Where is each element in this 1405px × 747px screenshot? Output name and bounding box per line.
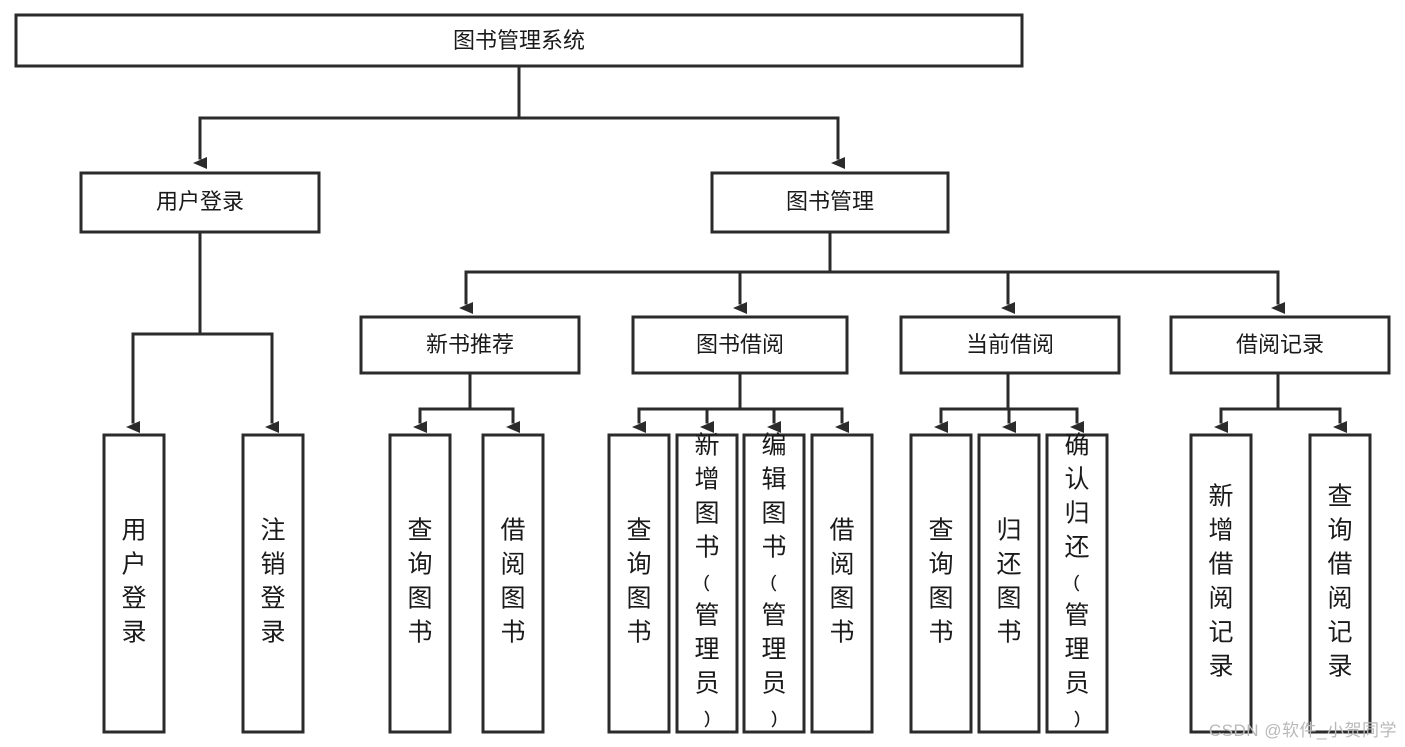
node-new-book-recommend[interactable]: 新书推荐 xyxy=(359,315,581,375)
node-title[interactable]: 图书管理系统 xyxy=(14,13,1024,68)
node-title-label: 图书管理系统 xyxy=(453,28,585,53)
node-leaf-edit-book-box xyxy=(742,433,806,734)
node-book-borrow-box xyxy=(631,315,849,375)
node-leaf-confirm-return-label: 确认归还﹙管理员﹚ xyxy=(1064,432,1089,732)
node-user-login-label: 用户登录 xyxy=(156,189,244,214)
node-user-login-box xyxy=(79,171,321,234)
node-leaf-add-book[interactable]: 新增图书﹙管理员﹚ xyxy=(675,432,739,734)
node-leaf-query-book-3-box xyxy=(909,433,973,734)
node-book-borrow-label: 图书借阅 xyxy=(696,332,784,357)
edge-group-user-login xyxy=(126,230,279,433)
node-leaf-query-book-2[interactable]: 查询图书 xyxy=(607,433,671,734)
node-leaf-add-record[interactable]: 新增借阅记录 xyxy=(1189,433,1253,734)
node-leaf-user-login-label: 用户登录 xyxy=(121,517,146,647)
node-leaf-add-book-box xyxy=(675,433,739,734)
node-leaf-query-book-3-label: 查询图书 xyxy=(928,517,953,647)
node-new-book-recommend-box xyxy=(359,315,581,375)
node-leaf-borrow-book-2-label: 借阅图书 xyxy=(829,517,854,647)
edge-group-borrow-record xyxy=(1214,371,1347,433)
edge-group-book-borrow xyxy=(632,371,849,433)
node-leaf-query-record[interactable]: 查询借阅记录 xyxy=(1308,433,1372,734)
node-book-management-label: 图书管理 xyxy=(786,189,874,214)
node-leaf-borrow-book-1[interactable]: 借阅图书 xyxy=(481,433,545,734)
node-borrow-record-label: 借阅记录 xyxy=(1236,332,1324,357)
node-leaf-query-book-1-box xyxy=(388,433,452,734)
node-user-login[interactable]: 用户登录 xyxy=(79,171,321,234)
node-leaf-query-record-box xyxy=(1308,433,1372,734)
node-new-book-recommend-label: 新书推荐 xyxy=(426,332,514,357)
node-borrow-record[interactable]: 借阅记录 xyxy=(1169,315,1391,375)
node-leaf-user-login[interactable]: 用户登录 xyxy=(102,433,166,734)
edge-group-new-book-recommend xyxy=(413,371,520,433)
node-leaf-return-book[interactable]: 归还图书 xyxy=(977,433,1041,734)
node-leaf-query-book-2-label: 查询图书 xyxy=(626,517,651,647)
node-leaf-borrow-book-1-label: 借阅图书 xyxy=(500,517,525,647)
node-current-borrow-box xyxy=(899,315,1121,375)
node-leaf-edit-book-label: 编辑图书﹙管理员﹚ xyxy=(761,432,786,732)
node-leaf-logout[interactable]: 注销登录 xyxy=(241,433,305,734)
edge-group-current-borrow xyxy=(934,371,1084,433)
node-current-borrow[interactable]: 当前借阅 xyxy=(899,315,1121,375)
node-leaf-query-book-1-label: 查询图书 xyxy=(407,517,432,647)
node-book-management[interactable]: 图书管理 xyxy=(710,171,950,234)
edge-group-book-management xyxy=(459,230,1285,314)
node-leaf-confirm-return[interactable]: 确认归还﹙管理员﹚ xyxy=(1045,432,1109,734)
node-leaf-return-book-box xyxy=(977,433,1041,734)
node-leaf-add-record-label: 新增借阅记录 xyxy=(1208,483,1233,681)
node-leaf-query-record-label: 查询借阅记录 xyxy=(1327,483,1352,681)
node-leaf-edit-book[interactable]: 编辑图书﹙管理员﹚ xyxy=(742,432,806,734)
node-leaf-return-book-label: 归还图书 xyxy=(996,517,1021,647)
node-leaf-borrow-book-2-box xyxy=(810,433,874,734)
node-title-box xyxy=(14,13,1024,68)
node-leaf-user-login-box xyxy=(102,433,166,734)
node-leaf-query-book-3[interactable]: 查询图书 xyxy=(909,433,973,734)
edge-group-root xyxy=(193,64,845,169)
node-leaf-confirm-return-box xyxy=(1045,433,1109,734)
node-leaf-query-book-2-box xyxy=(607,433,671,734)
node-leaf-query-book-1[interactable]: 查询图书 xyxy=(388,433,452,734)
node-borrow-record-box xyxy=(1169,315,1391,375)
csdn-watermark: CSDN @软件_小贺同学 xyxy=(1208,721,1397,740)
node-book-borrow[interactable]: 图书借阅 xyxy=(631,315,849,375)
node-leaf-add-record-box xyxy=(1189,433,1253,734)
node-current-borrow-label: 当前借阅 xyxy=(966,332,1054,357)
node-leaf-borrow-book-1-box xyxy=(481,433,545,734)
node-book-management-box xyxy=(710,171,950,234)
node-leaf-logout-box xyxy=(241,433,305,734)
node-leaf-add-book-label: 新增图书﹙管理员﹚ xyxy=(694,432,719,732)
node-leaf-logout-label: 注销登录 xyxy=(260,517,285,647)
node-leaf-borrow-book-2[interactable]: 借阅图书 xyxy=(810,433,874,734)
